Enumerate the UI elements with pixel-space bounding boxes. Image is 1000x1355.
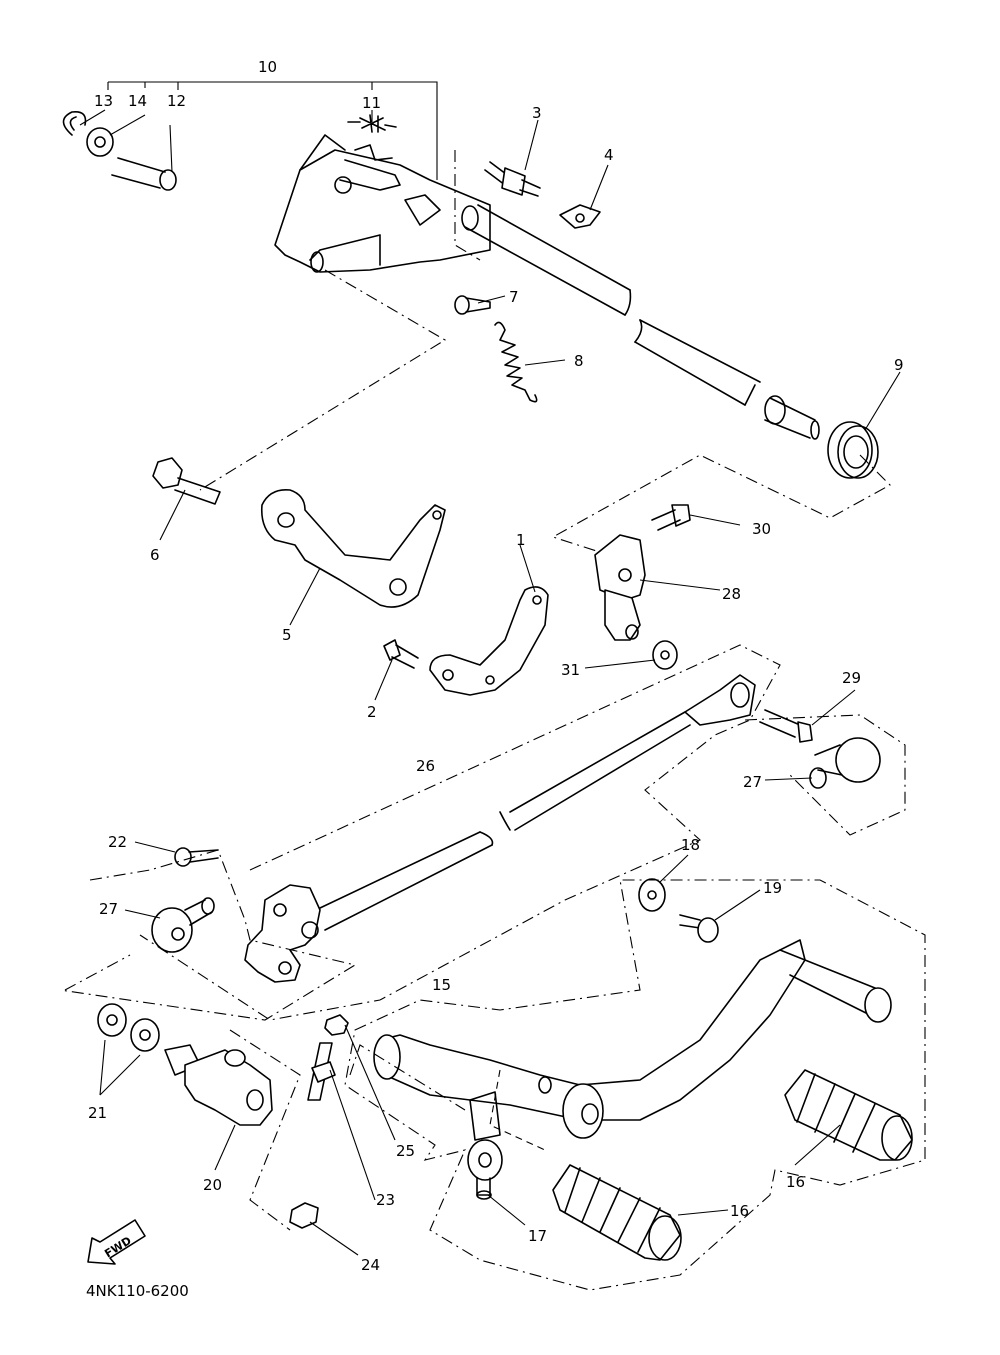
part-18-washer bbox=[638, 878, 666, 912]
callout-14: 14 bbox=[128, 92, 147, 110]
part-12-pin bbox=[111, 157, 177, 191]
callout-2: 2 bbox=[367, 703, 377, 721]
callout-12: 12 bbox=[167, 92, 186, 110]
part-25-nut bbox=[324, 1014, 349, 1036]
callout-28: 28 bbox=[722, 585, 741, 603]
callout-30: 30 bbox=[752, 520, 771, 538]
leader-lines bbox=[79, 109, 901, 1256]
part-3-bolt bbox=[484, 161, 541, 197]
callout-27-left: 27 bbox=[99, 900, 118, 918]
callout-15: 15 bbox=[432, 976, 451, 994]
callout-31: 31 bbox=[561, 661, 580, 679]
part-11-spring bbox=[347, 114, 397, 133]
callout-21: 21 bbox=[88, 1104, 107, 1122]
callout-5: 5 bbox=[282, 626, 292, 644]
part-24-nut bbox=[289, 1202, 319, 1229]
callout-8: 8 bbox=[574, 352, 584, 370]
part-6-bolt bbox=[152, 457, 221, 505]
callout-1: 1 bbox=[516, 531, 526, 549]
part-5-stopper-lever bbox=[260, 488, 446, 608]
part-19-bolt bbox=[679, 914, 719, 943]
part-28-shift-arm bbox=[594, 534, 646, 641]
part-20-lever bbox=[164, 1029, 301, 1231]
callout-17: 17 bbox=[528, 1227, 547, 1245]
part-27-rod-end-left bbox=[59, 849, 357, 1021]
callout-10: 10 bbox=[258, 58, 277, 76]
callout-22: 22 bbox=[108, 833, 127, 851]
part-16-rubber-right bbox=[784, 1069, 913, 1161]
callout-3: 3 bbox=[532, 104, 542, 122]
guide-line bbox=[454, 150, 481, 261]
guide-line-21 bbox=[64, 954, 131, 991]
callout-7: 7 bbox=[509, 288, 519, 306]
left-shift-arm bbox=[244, 884, 321, 983]
callout-16-left: 16 bbox=[730, 1202, 749, 1220]
callout-18: 18 bbox=[681, 836, 700, 854]
part-8-spring bbox=[494, 321, 538, 403]
callout-11: 11 bbox=[362, 94, 381, 112]
callout-19: 19 bbox=[763, 879, 782, 897]
callout-27-right: 27 bbox=[743, 773, 762, 791]
part-16-rubber-left bbox=[552, 1164, 682, 1261]
part-30-bolt bbox=[651, 504, 691, 531]
part-17-pivot bbox=[467, 1091, 503, 1200]
callout-labels: 1 2 3 4 5 6 7 8 9 10 11 12 13 14 15 16 1… bbox=[88, 58, 904, 1274]
part-31-washer bbox=[652, 640, 678, 670]
part-7-screw bbox=[454, 295, 491, 315]
callout-26: 26 bbox=[416, 757, 435, 775]
fwd-arrow-icon: FWD bbox=[87, 1219, 146, 1265]
part-15-shift-pedal bbox=[344, 879, 926, 1291]
drawing-code: 4NK110-6200 bbox=[86, 1282, 189, 1300]
callout-6: 6 bbox=[150, 546, 160, 564]
part-9-oil-seal bbox=[827, 421, 879, 479]
part-29-bolt bbox=[759, 709, 813, 743]
callout-13: 13 bbox=[94, 92, 113, 110]
part-22-bolt bbox=[174, 847, 219, 867]
part-2-screw bbox=[383, 639, 419, 669]
guide-line-6 bbox=[199, 269, 447, 491]
part-27-rod-end-right bbox=[744, 714, 906, 836]
part-26-shift-rod bbox=[139, 644, 781, 1021]
callout-24: 24 bbox=[361, 1256, 380, 1274]
callout-23: 23 bbox=[376, 1191, 395, 1209]
part-1-plate bbox=[429, 586, 549, 696]
part-21-washers bbox=[97, 1003, 160, 1052]
part-4-collar bbox=[559, 204, 601, 229]
part-14-washer bbox=[86, 127, 114, 157]
guide-line-28 bbox=[551, 454, 891, 566]
part-23-adjuster bbox=[307, 1042, 336, 1101]
group-bracket-10 bbox=[107, 81, 438, 180]
callout-25: 25 bbox=[396, 1142, 415, 1160]
callout-4: 4 bbox=[604, 146, 614, 164]
callout-29: 29 bbox=[842, 669, 861, 687]
shift-shaft-assembly bbox=[274, 134, 820, 440]
part-13-circlip bbox=[62, 110, 87, 136]
callout-16-right: 16 bbox=[786, 1173, 805, 1191]
guide-line-25 bbox=[349, 1044, 466, 1111]
callout-9: 9 bbox=[894, 356, 904, 374]
callout-20: 20 bbox=[203, 1176, 222, 1194]
